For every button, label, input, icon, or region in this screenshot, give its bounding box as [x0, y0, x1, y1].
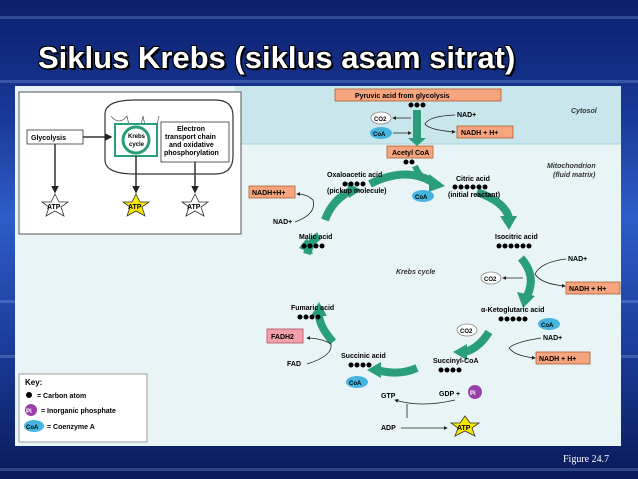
- slide-title: Siklus Krebs (siklus asam sitrat): [38, 40, 516, 75]
- krebs-figure: Cytosol Mitochondrion (fluid matrix) Gly…: [15, 86, 621, 446]
- succinylcoa-label: Succinyl-CoA: [433, 358, 479, 365]
- atp-star: [449, 415, 481, 437]
- gdp-label: GDP +: [439, 391, 460, 398]
- inset-atp-3: ATP: [187, 204, 201, 211]
- atp-label: ATP: [457, 425, 471, 432]
- gtp-label: GTP: [381, 393, 396, 400]
- malic-label: Malic acid: [299, 234, 332, 241]
- co2-badge-2: [480, 271, 502, 285]
- oxaloacetic-label: Oxaloacetic acid: [327, 172, 382, 179]
- key-legend: Key: = Carbon atom Pi = Inorganic phosph…: [18, 373, 148, 443]
- nadh-label-1: NADH + H+: [461, 130, 498, 137]
- figure-caption: Figure 24.7: [563, 454, 610, 465]
- isocitric-label: Isocitric acid: [495, 234, 538, 241]
- citric-label: Citric acid: [456, 176, 490, 183]
- key-coa-symbol: CoA: [26, 425, 39, 431]
- coa-label-1: CoA: [373, 132, 386, 138]
- fadh2-box: [266, 328, 304, 344]
- key-carbon: = Carbon atom: [37, 393, 86, 400]
- nad-label-1: NAD+: [457, 112, 476, 119]
- nadh-box-4: [535, 351, 591, 365]
- initial-label: (initial reactant): [448, 192, 500, 199]
- pickup-label: (pickup molecule): [327, 188, 387, 195]
- inset-krebs-2: cycle: [129, 142, 145, 148]
- nadh-box-2: [248, 185, 296, 199]
- inset-atp-2: ATP: [128, 204, 142, 211]
- co2-label-1: CO2: [374, 117, 387, 123]
- pyruvic-acid-box: [334, 88, 502, 102]
- coa-badge-3: [538, 318, 560, 330]
- nad-label-3: NAD+: [568, 256, 587, 263]
- coa-label-3: CoA: [541, 323, 554, 329]
- krebs-cycle-arrows: [299, 164, 535, 378]
- acetyl-label: Acetyl CoA: [392, 150, 429, 157]
- inset-atp-1: ATP: [47, 204, 61, 211]
- coenzyme-icon: [24, 420, 44, 432]
- coa-label-4: CoA: [349, 381, 362, 387]
- nad-label-2: NAD+: [273, 219, 292, 226]
- co2-badge-3: [456, 323, 478, 337]
- overview-inset: Glycolysis Krebs cycle Electron transpor…: [18, 91, 242, 235]
- nad-label-4: NAD+: [543, 335, 562, 342]
- inset-krebs-1: Krebs: [128, 134, 146, 140]
- krebs-cycle-label: Krebs cycle: [396, 269, 435, 276]
- nadh-label-4: NADH + H+: [539, 356, 576, 363]
- key-title: Key:: [25, 378, 42, 387]
- inset-etc-1: Electron: [177, 126, 205, 133]
- phosphate-icon: [25, 404, 37, 416]
- pi-label: Pi: [470, 391, 476, 397]
- fumaric-label: Fumaric acid: [291, 305, 334, 312]
- key-coenzyme: = Coenzyme A: [47, 424, 95, 431]
- ketoglutaric-label: α-Ketoglutaric acid: [481, 307, 544, 314]
- inset-glycolysis: Glycolysis: [31, 135, 66, 142]
- coa-label-2: CoA: [415, 195, 428, 201]
- inset-etc-3: and oxidative: [169, 142, 214, 149]
- co2-badge-1: [370, 111, 392, 125]
- coa-badge-1: [370, 127, 392, 139]
- pyruvic-label: Pyruvic acid from glycolysis: [355, 93, 450, 100]
- nadh-label-2: NADH+H+: [252, 190, 285, 197]
- fadh2-label: FADH2: [271, 334, 294, 341]
- coa-badge-4: [346, 376, 368, 388]
- nadh-box-1: [456, 125, 514, 139]
- acetyl-coa-box: [386, 145, 434, 159]
- nadh-label-3: NADH + H+: [569, 286, 606, 293]
- inset-etc-4: phosphorylation: [164, 150, 219, 157]
- co2-label-3: CO2: [460, 329, 473, 335]
- adp-label: ADP: [381, 425, 396, 432]
- nadh-box-3: [565, 281, 621, 295]
- carbon-atom-icon: [26, 392, 32, 398]
- key-pi-symbol: Pi: [26, 409, 32, 415]
- fad-label: FAD: [287, 361, 301, 368]
- mitochondrion-label: Mitochondrion: [547, 163, 596, 170]
- coa-badge-2: [412, 190, 434, 202]
- co2-label-2: CO2: [484, 277, 497, 283]
- matrix-label: (fluid matrix): [553, 172, 596, 179]
- key-phosphate: = Inorganic phosphate: [41, 408, 116, 415]
- cytosol-label: Cytosol: [571, 108, 598, 115]
- succinic-label: Succinic acid: [341, 353, 386, 360]
- pi-badge: [468, 385, 482, 399]
- inset-etc-2: transport chain: [165, 134, 216, 141]
